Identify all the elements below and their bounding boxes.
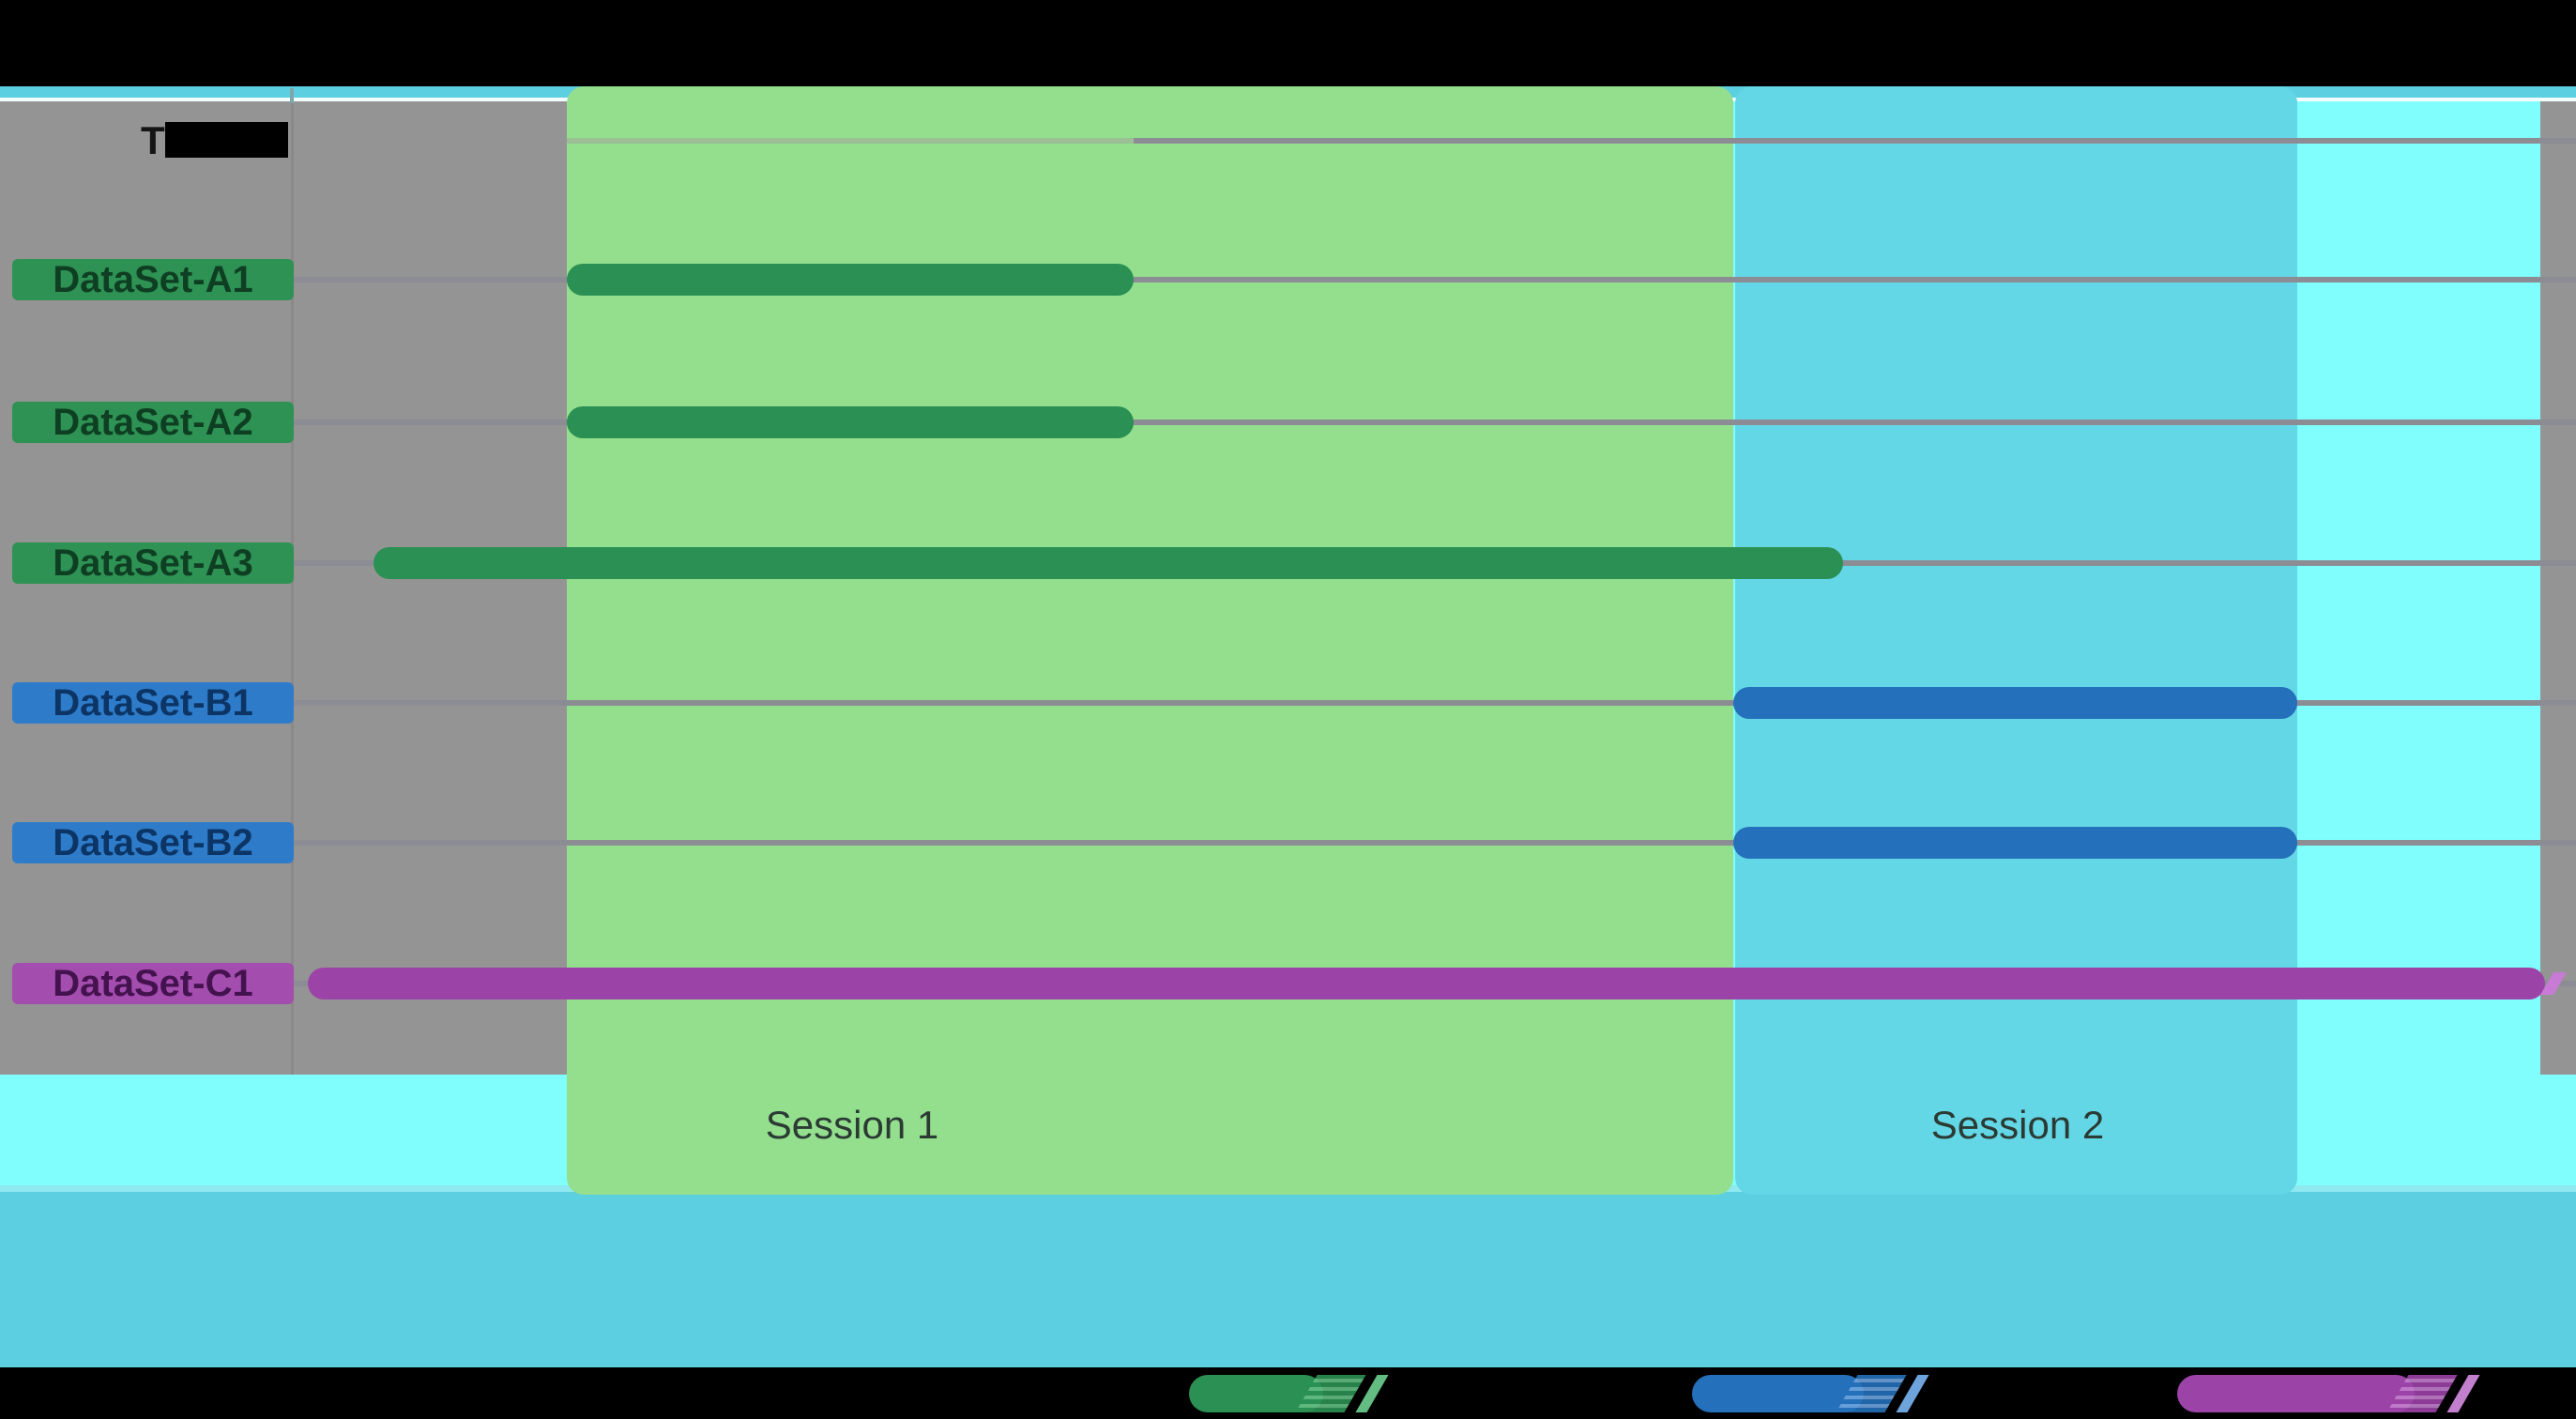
session-label-2: Session 2 [1930, 1103, 2105, 1147]
session-panel-1 [567, 86, 1733, 1195]
session-panel-2 [1735, 86, 2297, 1195]
task-bar-DataSet-A1 [567, 264, 1134, 296]
task-bar-DataSet-C1 [308, 968, 2545, 999]
row-badge-DataSet-C1: DataSet-C1 [12, 963, 294, 1004]
row-badge-DataSet-A3: DataSet-A3 [12, 542, 294, 584]
axis-title-redaction-box [165, 122, 288, 158]
task-bar-DataSet-B1 [1733, 687, 2297, 719]
plot-panel-right [2540, 101, 2576, 1075]
plot-panel-left [0, 101, 567, 1075]
gridline [293, 840, 2576, 846]
row-badge-DataSet-A2: DataSet-A2 [12, 402, 294, 443]
gridline [1134, 138, 2576, 144]
y-axis-tick [290, 88, 294, 103]
task-bar-DataSet-A2 [567, 406, 1134, 438]
row-badge-DataSet-B1: DataSet-B1 [12, 682, 294, 724]
gridline [293, 700, 2576, 706]
legend-swatch-group-B[interactable] [1692, 1375, 1864, 1412]
row-badge-DataSet-B2: DataSet-B2 [12, 822, 294, 863]
top-redaction-band [0, 0, 2576, 86]
legend-swatch-group-C[interactable] [2177, 1375, 2415, 1412]
task-bar-DataSet-A3 [373, 547, 1843, 579]
axis-title-visible-letter: T [141, 118, 165, 162]
gridline [293, 420, 2576, 425]
session-label-1: Session 1 [765, 1103, 939, 1147]
gridline [293, 277, 2576, 282]
task-bar-DataSet-B2 [1733, 827, 2297, 859]
y-axis-line [291, 103, 294, 1075]
gridline [567, 138, 1134, 144]
row-badge-DataSet-A1: DataSet-A1 [12, 259, 294, 300]
